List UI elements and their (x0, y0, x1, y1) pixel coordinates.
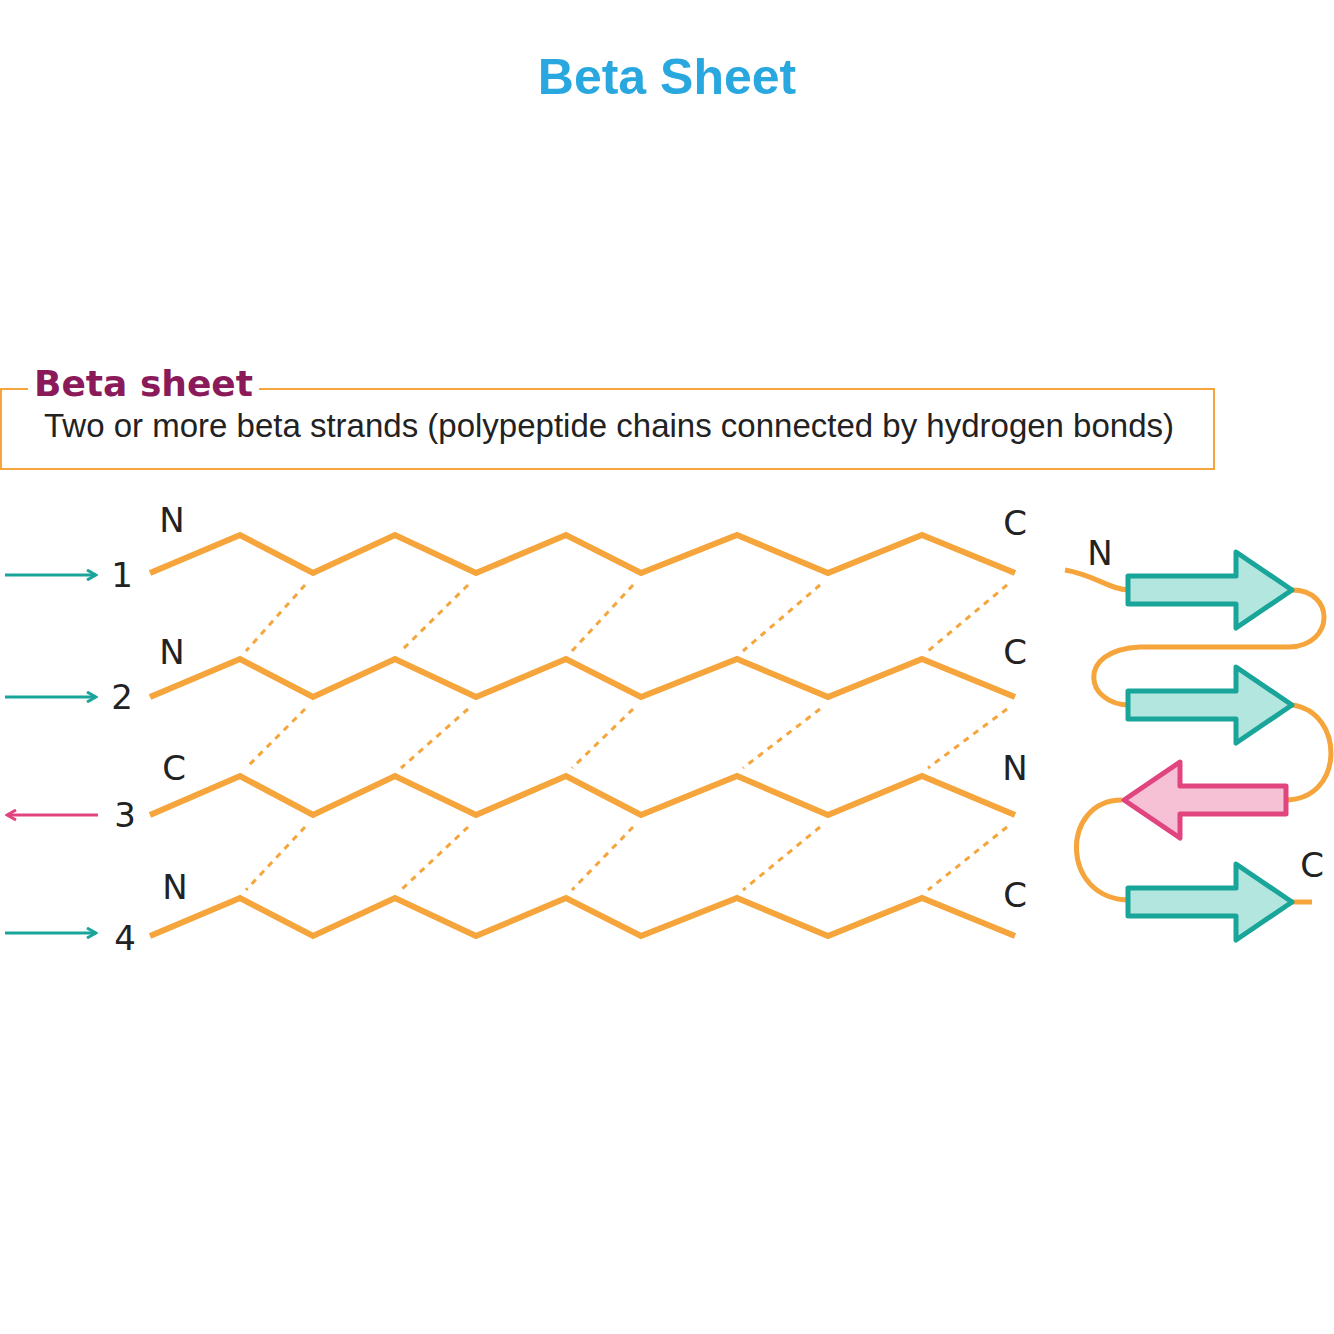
hydrogen-bonds (246, 585, 1007, 890)
terminus-label: N (1002, 751, 1027, 785)
hydrogen-bond (743, 709, 820, 768)
ribbon-topology (1065, 552, 1331, 940)
terminus-label: N (159, 635, 184, 669)
strand-zigzag (150, 535, 1015, 573)
strand-zigzag (150, 659, 1015, 697)
hydrogen-bond (401, 585, 468, 651)
strand-zigzag (150, 898, 1015, 936)
hydrogen-bond (401, 709, 468, 768)
definition-box: Beta sheetTwo or more beta strands (poly… (0, 388, 1215, 470)
terminus-label: C (162, 751, 186, 785)
hydrogen-bond (928, 709, 1007, 768)
hydrogen-bond (743, 585, 820, 651)
beta-strands (150, 535, 1015, 936)
box-heading: Beta sheet (28, 364, 259, 404)
hydrogen-bond (246, 709, 305, 768)
terminus-label: C (1003, 878, 1027, 912)
hydrogen-bond (246, 585, 305, 651)
hydrogen-bond (572, 827, 633, 890)
terminus-label: N (159, 503, 184, 537)
terminus-label: N (162, 870, 187, 904)
strand-number: 4 (114, 921, 136, 955)
strand-zigzag (150, 776, 1015, 815)
strand-number: 2 (111, 680, 133, 714)
strand-number: 3 (114, 798, 136, 832)
hydrogen-bond (928, 827, 1007, 890)
box-body-text: Two or more beta strands (polypeptide ch… (44, 406, 1213, 446)
strand-number: 1 (111, 558, 133, 592)
terminus-label: C (1003, 506, 1027, 540)
diagram-title: Beta Sheet (0, 48, 1334, 106)
hydrogen-bond (246, 827, 305, 890)
direction-arrows (5, 575, 98, 933)
hydrogen-bond (572, 585, 633, 651)
terminus-label: N (1087, 536, 1112, 570)
hydrogen-bond (928, 585, 1007, 651)
terminus-label: C (1003, 635, 1027, 669)
hydrogen-bond (572, 709, 633, 768)
hydrogen-bond (743, 827, 820, 890)
terminus-label: C (1300, 848, 1324, 882)
hydrogen-bond (401, 827, 468, 890)
